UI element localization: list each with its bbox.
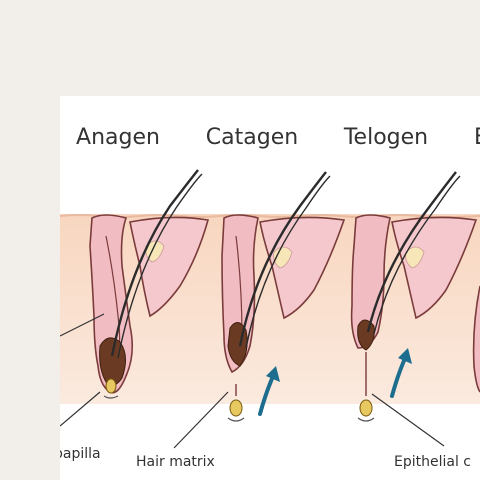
stage-title-catagen: Catagen [206, 125, 298, 150]
diagram-card: Anagen Catagen Telogen E [60, 96, 480, 480]
catagen-follicle [173, 171, 346, 449]
callout-dermal-papilla: papilla [60, 446, 101, 462]
stage-title-exogen: E [474, 125, 480, 150]
callout-epithelial: Epithelial c [394, 454, 471, 470]
skin-surface [60, 214, 480, 218]
anagen-follicle [60, 169, 210, 427]
stage-title-anagen: Anagen [76, 125, 160, 150]
stage-title-telogen: Telogen [343, 125, 428, 150]
hair-growth-cycle-diagram: Anagen Catagen Telogen E [60, 125, 480, 470]
exogen-follicle-partial [472, 285, 480, 393]
callout-hair-matrix: Hair matrix [136, 454, 215, 470]
telogen-follicle [350, 171, 478, 447]
